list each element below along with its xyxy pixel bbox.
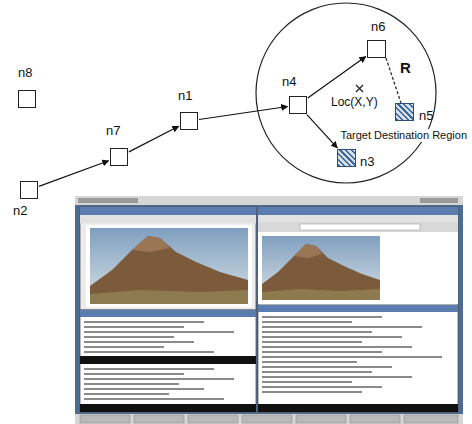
location-mark bbox=[356, 85, 363, 92]
node-label: n7 bbox=[106, 123, 120, 138]
node-label: n1 bbox=[178, 88, 192, 103]
link-arrow bbox=[129, 126, 179, 152]
target-node: n5 bbox=[395, 103, 414, 121]
node-label: n6 bbox=[371, 19, 385, 34]
node-square: n2 bbox=[20, 181, 38, 199]
screenshot bbox=[75, 196, 463, 424]
link-arrow bbox=[199, 107, 288, 120]
link-arrow bbox=[307, 115, 337, 148]
link-arrow bbox=[39, 161, 109, 187]
node-square: n6 bbox=[367, 40, 386, 58]
node-label: n5 bbox=[419, 108, 433, 123]
node-label: n3 bbox=[360, 154, 374, 169]
node-square: n4 bbox=[289, 96, 307, 114]
node-label: n4 bbox=[282, 74, 296, 89]
target-node: n3 bbox=[337, 149, 356, 167]
node-label: n2 bbox=[13, 203, 27, 218]
radius-line bbox=[386, 58, 401, 103]
node-square: n7 bbox=[110, 148, 128, 166]
region-circle: Target Destination Regionn4n6n5n3 bbox=[255, 2, 437, 184]
location-label: Loc(X,Y) bbox=[331, 95, 378, 109]
region-label: Target Destination Region bbox=[339, 129, 468, 142]
link-arrow bbox=[308, 57, 366, 98]
node-label: n8 bbox=[18, 65, 32, 80]
node-square: n8 bbox=[18, 90, 36, 108]
node-square: n1 bbox=[180, 112, 198, 130]
radius-label: R bbox=[400, 59, 411, 76]
